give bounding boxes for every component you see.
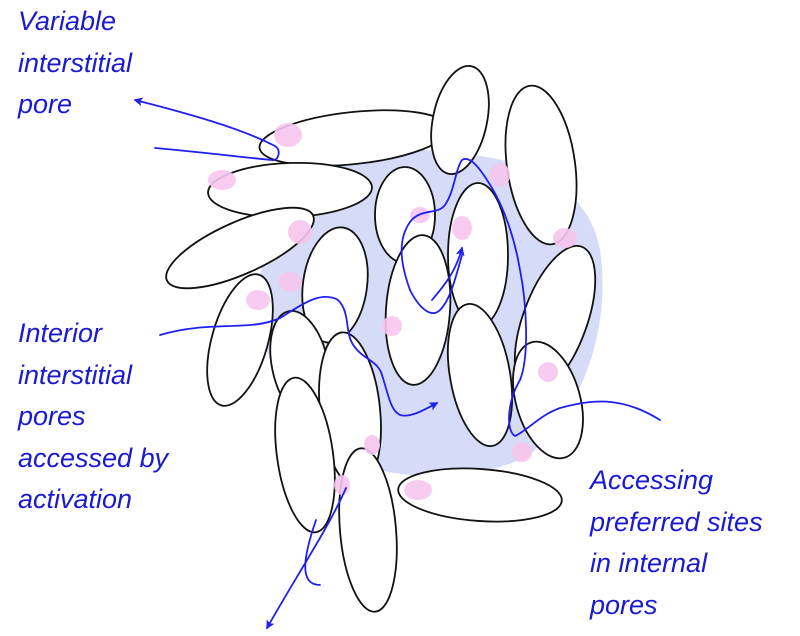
label-line: pore	[18, 84, 132, 126]
label-line: Variable	[18, 1, 132, 43]
escape-path-upper	[135, 100, 279, 160]
label-line: preferred sites	[590, 502, 763, 544]
label-accessing-preferred-sites: Accessing preferred sites in internal po…	[590, 460, 763, 626]
label-line: activation	[18, 479, 168, 521]
label-variable-interstitial-pore: Variable interstitial pore	[18, 1, 132, 126]
label-interior-interstitial-pores: Interior interstitial pores accessed by …	[18, 313, 168, 521]
label-line: pores	[590, 585, 763, 627]
label-line: pores	[18, 396, 168, 438]
label-line: in internal	[590, 543, 763, 585]
label-line: interstitial	[18, 43, 132, 85]
label-line: interstitial	[18, 355, 168, 397]
label-line: Accessing	[590, 460, 763, 502]
label-line: Interior	[18, 313, 168, 355]
label-line: accessed by	[18, 438, 168, 480]
